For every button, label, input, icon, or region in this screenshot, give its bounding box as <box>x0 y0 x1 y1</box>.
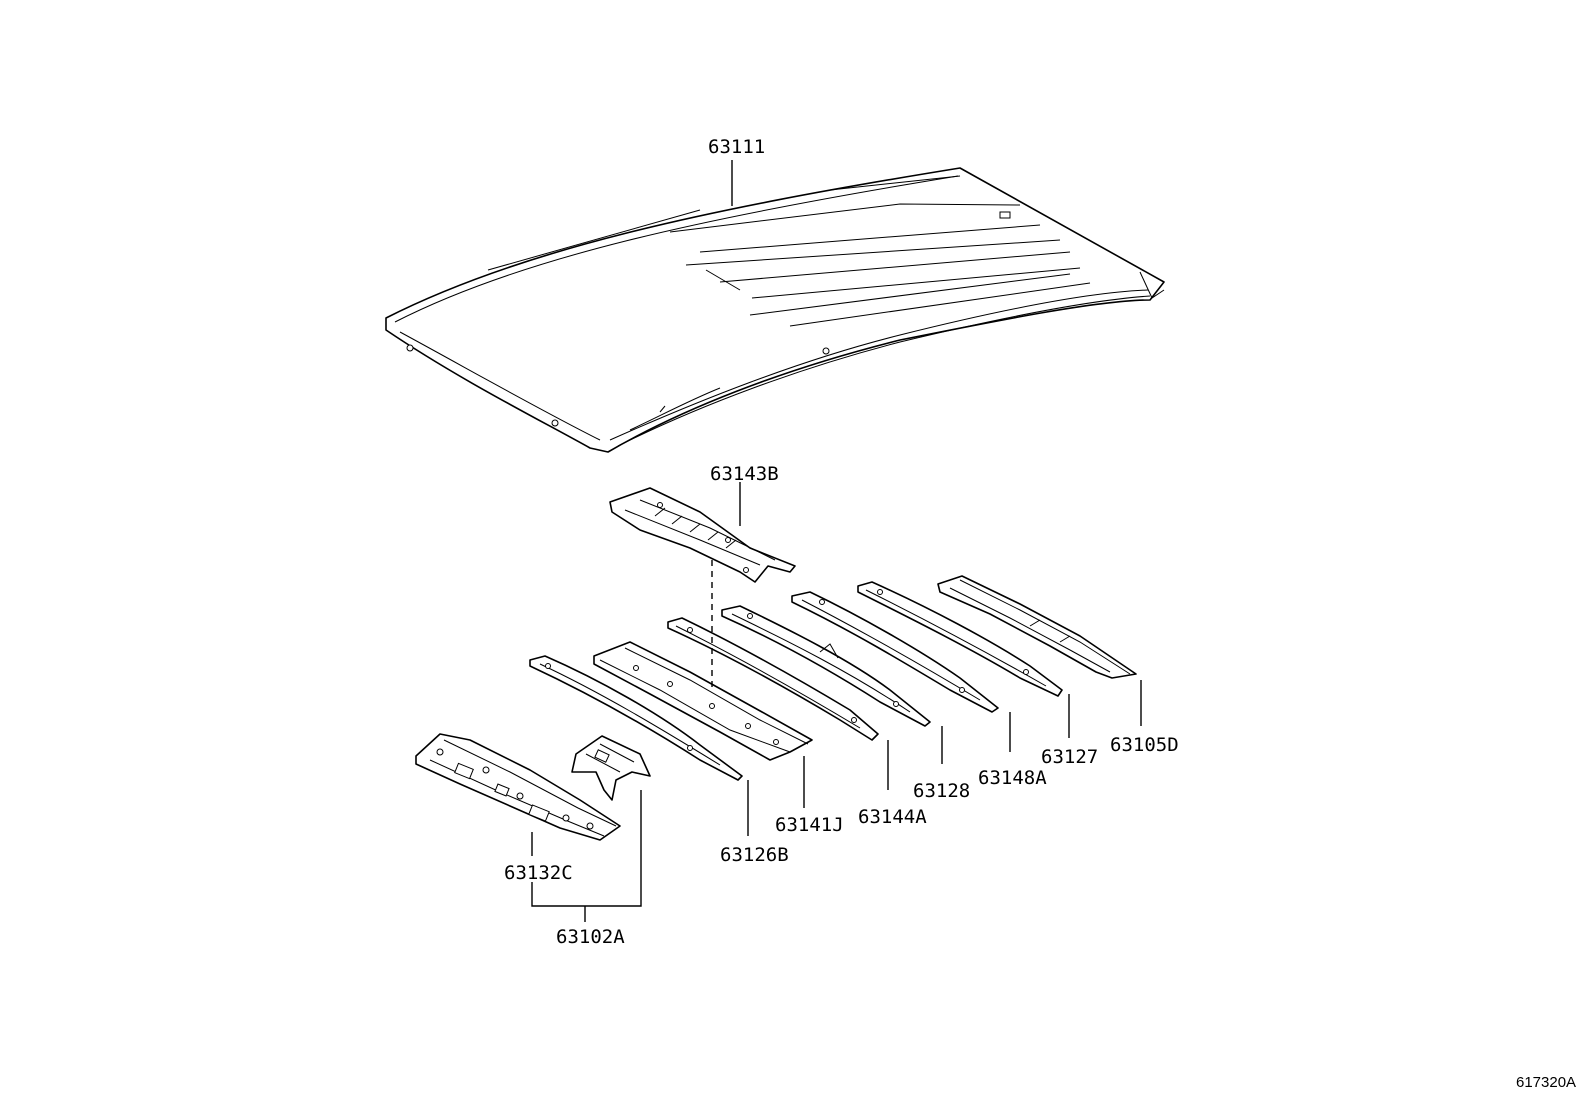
label-63126b: 63126B <box>720 844 789 866</box>
rear-header-panel <box>415 733 621 841</box>
label-63128: 63128 <box>913 780 971 802</box>
rail-128 <box>721 605 931 727</box>
label-63141j: 63141J <box>775 814 844 836</box>
rail-144a <box>667 617 879 741</box>
label-63148a: 63148A <box>978 767 1047 789</box>
center-bracket <box>571 735 651 801</box>
label-63127: 63127 <box>1041 746 1099 768</box>
label-63144a: 63144A <box>858 806 927 828</box>
label-63105d: 63105D <box>1110 734 1179 756</box>
label-63132c: 63132C <box>504 862 573 884</box>
rear-cross-panel <box>609 487 796 583</box>
rail-127 <box>857 581 1063 697</box>
figure-code: 617320A <box>1516 1074 1577 1091</box>
front-header <box>937 575 1137 679</box>
rail-141j <box>593 641 813 761</box>
label-63143b: 63143B <box>710 463 779 485</box>
label-63102a: 63102A <box>556 926 625 948</box>
rail-126b <box>529 655 743 781</box>
roof-panel <box>385 167 1165 453</box>
rail-148a <box>791 591 999 713</box>
leader-lines <box>531 160 1142 922</box>
label-63111: 63111 <box>708 136 766 158</box>
